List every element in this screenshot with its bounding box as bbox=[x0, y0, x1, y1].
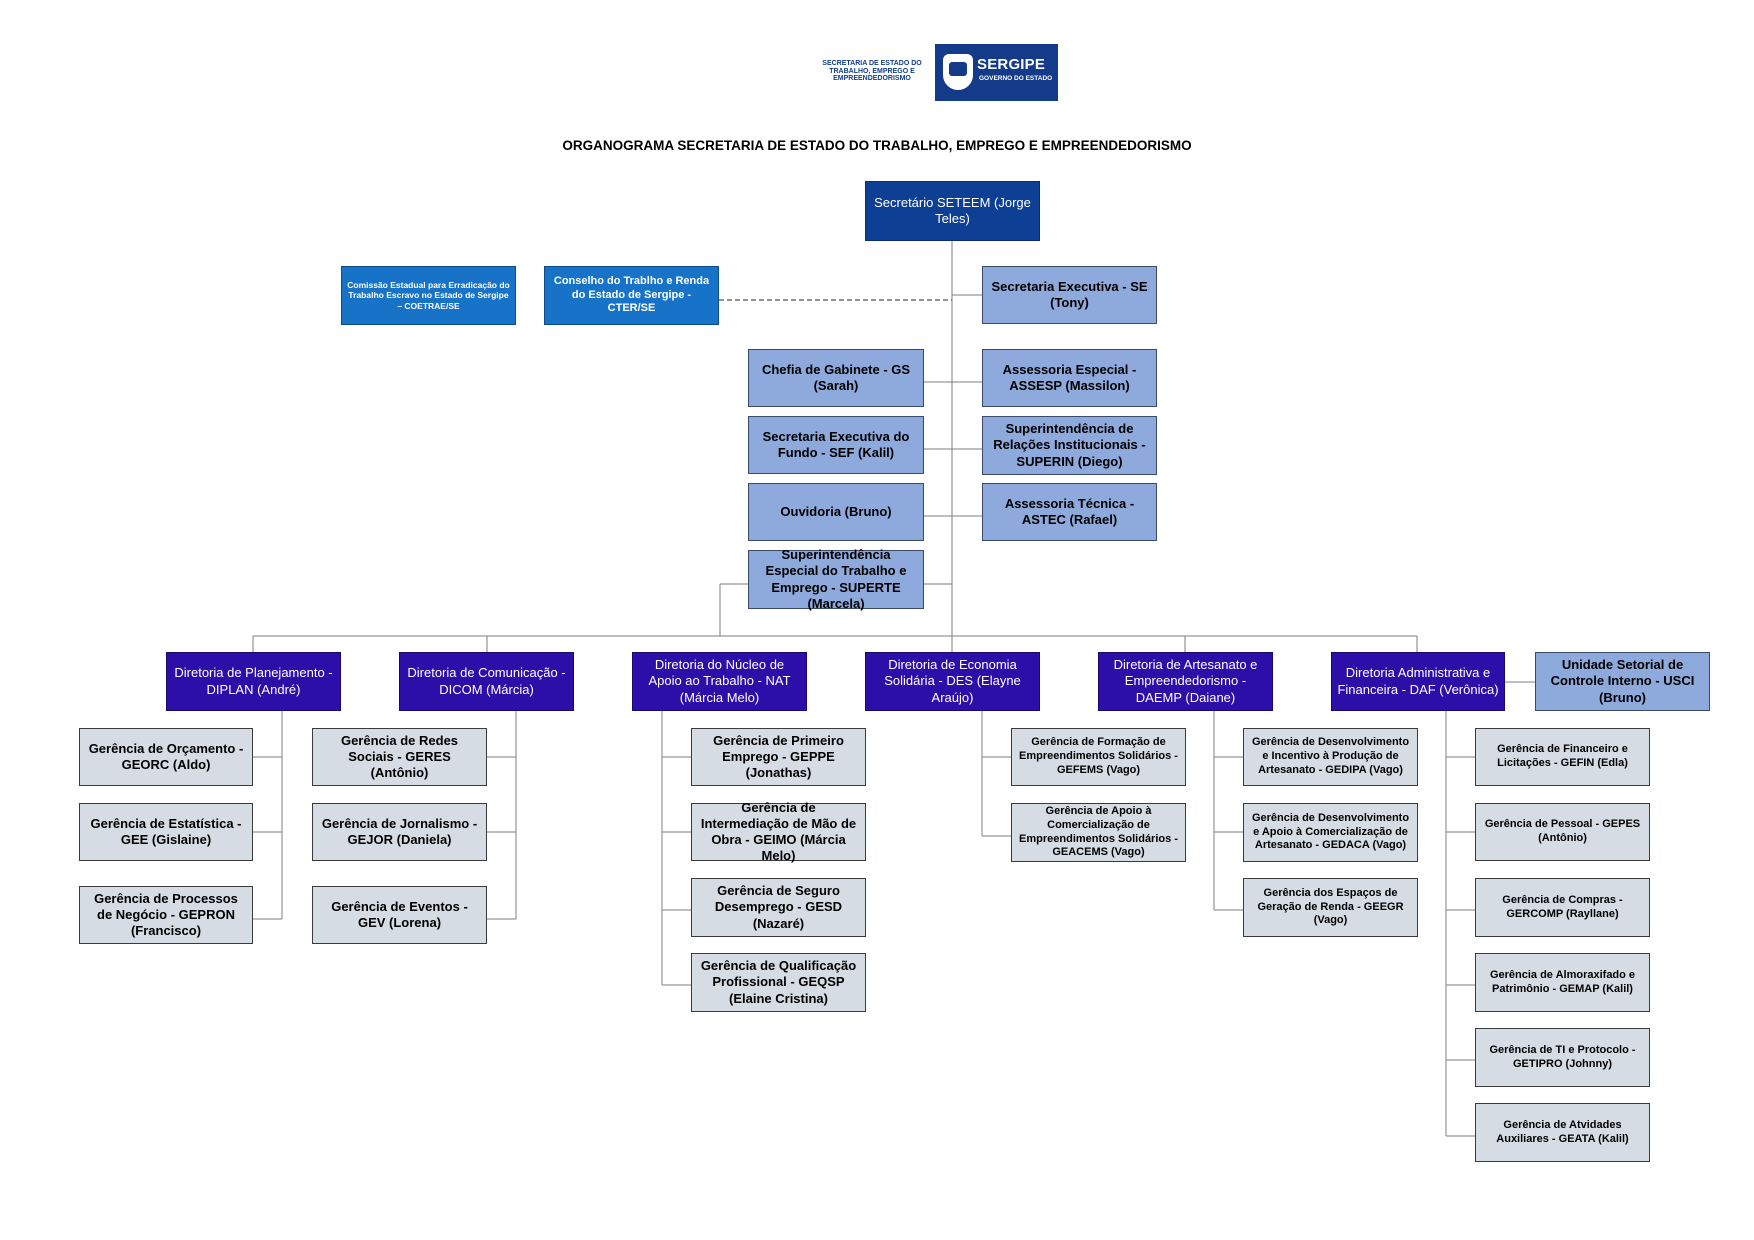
node-label: Gerência de Desenvolvimento e Incentivo … bbox=[1251, 736, 1410, 776]
node-gedipa: Gerência de Desenvolvimento e Incentivo … bbox=[1243, 728, 1418, 786]
node-astec: Assessoria Técnica - ASTEC (Rafael) bbox=[982, 483, 1157, 541]
node-label: Superintendência Especial do Trabalho e … bbox=[765, 547, 907, 611]
node-label: Gerência de Jornalismo - GEJOR (Daniela) bbox=[321, 815, 478, 847]
chart-title: ORGANOGRAMA SECRETARIA DE ESTADO DO TRAB… bbox=[562, 138, 1192, 153]
node-cter: Conselho do Trablho e Renda do Estado de… bbox=[544, 266, 719, 325]
node-des: Diretoria de Economia Solidária - DES (E… bbox=[865, 652, 1040, 711]
node-label: Assessoria Técnica - ASTEC (Rafael) bbox=[1004, 495, 1135, 527]
node-daf: Diretoria Administrativa e Financeira - … bbox=[1331, 652, 1505, 711]
node-label: Gerência de Apoio à Comercialização de E… bbox=[1019, 805, 1178, 859]
node-geppe: Gerência de Primeiro Emprego - GEPPE (Jo… bbox=[691, 728, 866, 786]
node-usci: Unidade Setorial de Controle Interno - U… bbox=[1535, 652, 1710, 711]
node-label: Gerência de Almoraxifado e Patrimônio - … bbox=[1489, 968, 1636, 995]
node-gev: Gerência de Eventos - GEV (Lorena) bbox=[312, 886, 487, 944]
node-label: Gerência de Seguro Desemprego - GESD (Na… bbox=[714, 883, 843, 931]
logo-secretaria-text: SECRETARIA DE ESTADO DO TRABALHO, EMPREG… bbox=[822, 60, 922, 83]
node-geqsp: Gerência de Qualificação Profissional - … bbox=[691, 953, 866, 1012]
node-label: Gerência de Financeiro e Licitações - GE… bbox=[1497, 743, 1628, 769]
node-label: Gerência de TI e Protocolo - GETIPRO (Jo… bbox=[1489, 1043, 1636, 1070]
node-dicom: Diretoria de Comunicação - DICOM (Márcia… bbox=[399, 652, 574, 711]
node-geata: Gerência de Atvidades Auxiliares - GEATA… bbox=[1475, 1103, 1650, 1162]
node-label: Unidade Setorial de Controle Interno - U… bbox=[1550, 657, 1695, 705]
node-label: Diretoria Administrativa e Financeira - … bbox=[1337, 665, 1499, 697]
node-gefin: Gerência de Financeiro e Licitações - GE… bbox=[1475, 728, 1650, 786]
node-label: Secretário SETEEM (Jorge Teles) bbox=[874, 194, 1031, 226]
node-label: Gerência de Formação de Empreendimentos … bbox=[1019, 736, 1178, 776]
node-label: Diretoria de Artesanato e Empreendedoris… bbox=[1113, 657, 1258, 705]
node-getipro: Gerência de TI e Protocolo - GETIPRO (Jo… bbox=[1475, 1028, 1650, 1087]
node-gercomp: Gerência de Compras - GERCOMP (Rayllane) bbox=[1475, 878, 1650, 937]
node-diplan: Diretoria de Planejamento - DIPLAN (Andr… bbox=[166, 652, 341, 711]
node-coetrae: Comissão Estadual para Erradicação do Tr… bbox=[341, 266, 516, 325]
node-label: Gerência de Redes Sociais - GERES (Antôn… bbox=[340, 732, 459, 781]
node-label: Conselho do Trablho e Renda do Estado de… bbox=[553, 274, 710, 315]
node-sef: Secretaria Executiva do Fundo - SEF (Kal… bbox=[748, 416, 924, 474]
node-ouvidoria: Ouvidoria (Bruno) bbox=[748, 483, 924, 541]
node-superte: Superintendência Especial do Trabalho e … bbox=[748, 547, 924, 611]
node-label: Gerência de Primeiro Emprego - GEPPE (Jo… bbox=[713, 732, 844, 781]
node-label: Gerência de Estatística - GEE (Gislaine) bbox=[90, 815, 242, 847]
node-assesp: Assessoria Especial - ASSESP (Massilon) bbox=[982, 349, 1157, 407]
node-geegr: Gerência dos Espaços de Geração de Renda… bbox=[1243, 878, 1418, 937]
node-label: Diretoria de Planejamento - DIPLAN (Andr… bbox=[174, 665, 333, 697]
node-secretario: Secretário SETEEM (Jorge Teles) bbox=[865, 181, 1040, 241]
node-gefems: Gerência de Formação de Empreendimentos … bbox=[1011, 728, 1186, 786]
node-label: Superintendência de Relações Institucion… bbox=[993, 421, 1146, 469]
node-gepes: Gerência de Pessoal - GEPES (Antônio) bbox=[1475, 803, 1650, 861]
logo-badge: SERGIPE GOVERNO DO ESTADO bbox=[935, 44, 1058, 101]
shield-icon bbox=[943, 54, 973, 90]
node-gs: Chefia de Gabinete - GS (Sarah) bbox=[748, 349, 924, 407]
node-label: Gerência de Orçamento - GEORC (Aldo) bbox=[88, 740, 244, 772]
node-gee: Gerência de Estatística - GEE (Gislaine) bbox=[79, 803, 253, 861]
node-label: Chefia de Gabinete - GS (Sarah) bbox=[761, 361, 911, 393]
node-label: Gerência de Processos de Negócio - GEPRO… bbox=[94, 890, 238, 939]
node-label: Gerência de Desenvolvimento e Apoio à Co… bbox=[1251, 811, 1410, 852]
logo-name: SERGIPE bbox=[977, 56, 1046, 73]
node-secretaria-executiva: Secretaria Executiva - SE (Tony) bbox=[982, 266, 1157, 324]
node-gejor: Gerência de Jornalismo - GEJOR (Daniela) bbox=[312, 803, 487, 861]
node-geres: Gerência de Redes Sociais - GERES (Antôn… bbox=[312, 728, 487, 786]
node-label: Diretoria do Núcleo de Apoio ao Trabalho… bbox=[648, 657, 791, 705]
node-label: Gerência de Atvidades Auxiliares - GEATA… bbox=[1496, 1118, 1629, 1145]
node-georc: Gerência de Orçamento - GEORC (Aldo) bbox=[79, 728, 253, 786]
node-label: Gerência dos Espaços de Geração de Renda… bbox=[1257, 886, 1404, 927]
node-label: Gerência de Compras - GERCOMP (Rayllane) bbox=[1502, 893, 1623, 920]
node-nat: Diretoria do Núcleo de Apoio ao Trabalho… bbox=[632, 652, 807, 711]
node-label: Assessoria Especial - ASSESP (Massilon) bbox=[1002, 361, 1137, 393]
sergipe-logo: SECRETARIA DE ESTADO DO TRABALHO, EMPREG… bbox=[822, 44, 1062, 102]
node-label: Secretaria Executiva do Fundo - SEF (Kal… bbox=[762, 428, 910, 460]
node-label: Gerência de Intermediação de Mão de Obra… bbox=[700, 799, 857, 864]
node-label: Gerência de Pessoal - GEPES (Antônio) bbox=[1484, 818, 1641, 844]
node-label: Gerência de Qualificação Profissional - … bbox=[700, 958, 857, 1006]
node-geacems: Gerência de Apoio à Comercialização de E… bbox=[1011, 803, 1186, 862]
node-label: Diretoria de Comunicação - DICOM (Márcia… bbox=[407, 665, 566, 697]
node-label: Ouvidoria (Bruno) bbox=[780, 503, 892, 519]
node-gedaca: Gerência de Desenvolvimento e Apoio à Co… bbox=[1243, 803, 1418, 862]
logo-subtitle: GOVERNO DO ESTADO bbox=[979, 75, 1053, 82]
node-gemap: Gerência de Almoraxifado e Patrimônio - … bbox=[1475, 953, 1650, 1012]
node-geimo: Gerência de Intermediação de Mão de Obra… bbox=[691, 800, 866, 863]
node-superin: Superintendência de Relações Institucion… bbox=[982, 416, 1157, 475]
node-label: Gerência de Eventos - GEV (Lorena) bbox=[331, 898, 468, 930]
node-label: Secretaria Executiva - SE (Tony) bbox=[991, 278, 1148, 310]
node-gesd: Gerência de Seguro Desemprego - GESD (Na… bbox=[691, 878, 866, 937]
node-label: Comissão Estadual para Erradicação do Tr… bbox=[347, 279, 510, 311]
node-gepron: Gerência de Processos de Negócio - GEPRO… bbox=[79, 886, 253, 944]
node-label: Diretoria de Economia Solidária - DES (E… bbox=[884, 657, 1021, 705]
node-daemp: Diretoria de Artesanato e Empreendedoris… bbox=[1098, 652, 1273, 711]
